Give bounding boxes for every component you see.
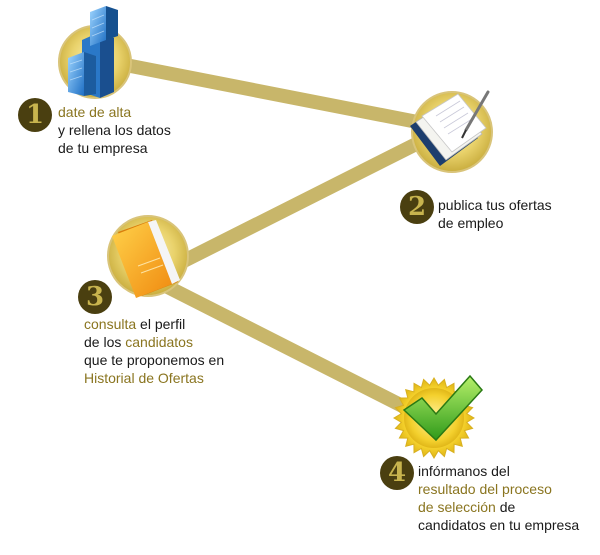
step-2-line: de empleo [438,214,552,232]
step-1-line: date de alta [58,103,171,121]
body-text: de tu empresa [58,140,148,156]
body-text: y rellena los datos [58,122,171,138]
step-1-line: de tu empresa [58,139,171,157]
building-icon [58,6,132,99]
step-4-line: resultado del proceso [418,480,579,498]
step-3-line: de los candidatos [84,333,224,351]
folder-icon [107,215,189,298]
body-text: el perfil [136,316,186,332]
highlighted-text: consulta [84,316,137,332]
body-text: que te proponemos en [84,352,225,368]
highlighted-text: Historial de Ofertas [84,370,204,386]
body-text: infórmanos del [418,463,510,479]
body-text: de empleo [438,215,504,231]
highlighted-text: date de alta [58,104,132,120]
step-2-badge: 2 [400,190,434,224]
highlighted-text: de selección [418,499,496,515]
connector-path [93,53,455,427]
step-3-line: consulta el perfil [84,315,224,333]
step-3-badge: 3 [78,280,112,314]
step-2-line: publica tus ofertas [438,196,552,214]
body-text: candidatos en tu empresa [418,517,580,533]
body-text: de los [84,334,126,350]
highlighted-text: candidatos [125,334,193,350]
highlighted-text: resultado del proceso [418,481,552,497]
step-3-line: Historial de Ofertas [84,369,224,387]
step-4-line: infórmanos del [418,462,579,480]
step-4-line: candidatos en tu empresa [418,516,579,534]
body-text: publica tus ofertas [438,197,552,213]
body-text: de [495,499,516,515]
step-1-text: date de alta y rellena los datos de tu emp… [58,103,171,157]
step-2-text: publica tus ofertas de empleo [438,196,552,232]
step-1-badge: 1 [18,98,52,132]
step-3-line: que te proponemos en [84,351,224,369]
checkmark-badge-icon [393,374,484,459]
document-pen-icon [410,90,493,173]
step-4-badge: 4 [380,456,414,490]
step-4-line: de selección de [418,498,579,516]
step-1-line: y rellena los datos [58,121,171,139]
